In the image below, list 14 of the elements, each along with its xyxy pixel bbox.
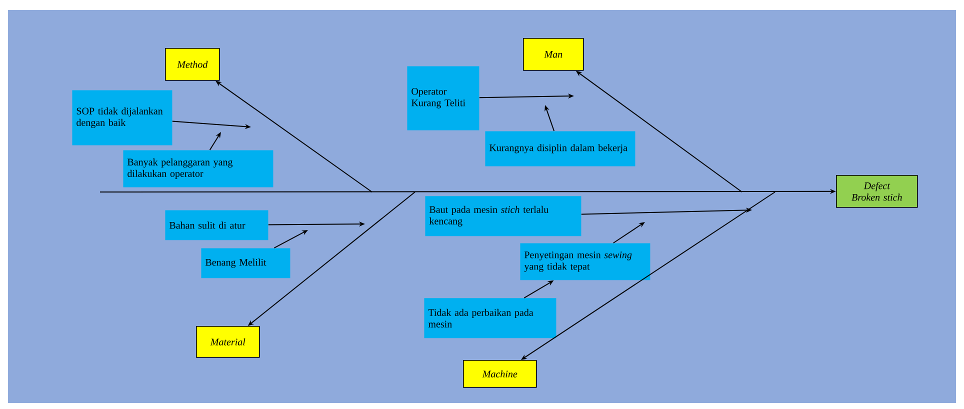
effect-box: Defect Broken stich <box>836 174 918 208</box>
cause-box: Penyetingan mesin sewing yang tidak tepat <box>520 243 650 280</box>
category-box: Method <box>165 48 220 81</box>
cause-box: Operator Kurang Teliti <box>407 66 480 130</box>
category-box: Man <box>523 38 584 71</box>
cause-box: SOP tidak dijalankan dengan baik <box>72 90 172 146</box>
cause-box: Benang Melilit <box>201 248 290 278</box>
cause-box: Bahan sulit di atur <box>165 210 268 240</box>
cause-box: Banyak pelanggaran yang dilakukan operator <box>123 150 274 188</box>
cause-box: Baut pada mesin stich terlalu kencang <box>425 196 582 236</box>
cause-box: Kurangnya disiplin dalam bekerja <box>485 131 636 166</box>
category-box: Machine <box>463 360 537 388</box>
cause-box: Tidak ada perbaikan pada mesin <box>424 298 556 338</box>
category-box: Material <box>196 326 260 358</box>
